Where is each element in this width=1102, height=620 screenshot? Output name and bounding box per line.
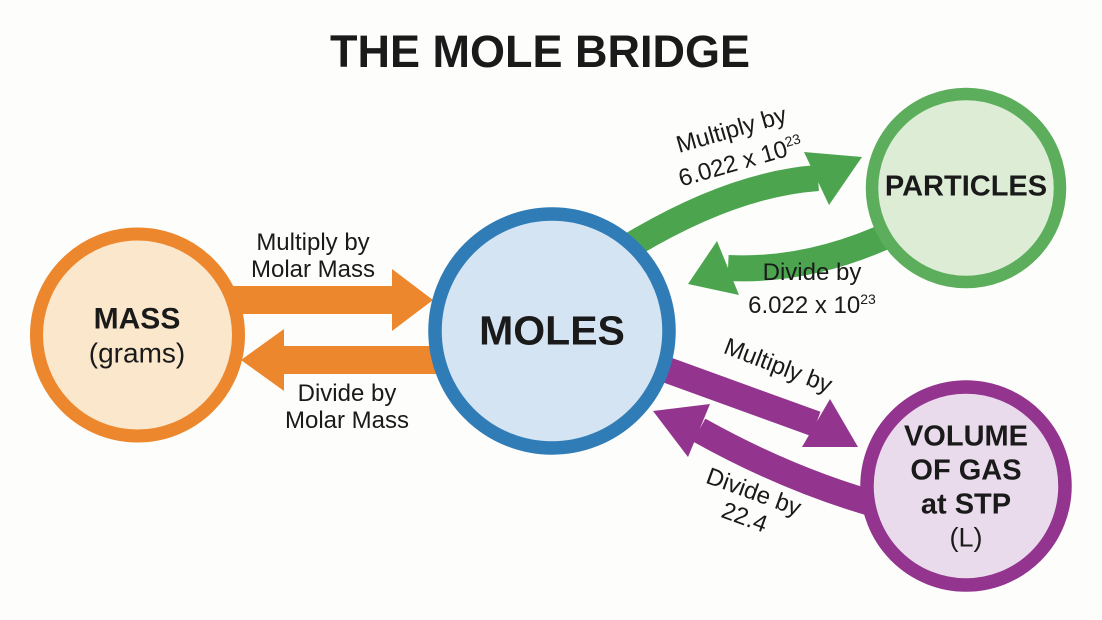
node-layer [30,87,1072,592]
moles-node-circle [428,207,676,455]
volume-line1: VOLUME [903,420,1029,453]
factor-text: 6.022 x 1023 [748,286,876,319]
moles-to-mass-label: Divide by Molar Mass [285,380,409,434]
mass-unit: (grams) [88,337,186,369]
volume-to-moles-arrowhead [653,404,710,457]
particles-node-label: PARTICLES [885,171,1047,204]
mass-node-circle [30,227,245,443]
moles-to-volume-arrowhead [802,399,858,447]
volume-unit: (L) [949,522,983,553]
volume-line2: OF GAS [910,454,1022,487]
volume-node-circle [860,380,1072,592]
factor-text: Molar Mass [284,407,410,434]
mass-to-moles-arrow [230,269,433,331]
volume-node-label: VOLUME OF GAS at STP (L) [904,420,1028,555]
factor-text: Molar Mass [250,256,376,283]
moles-to-particles-arrowhead [804,152,862,205]
operation-text: Divide by [297,380,397,407]
particles-to-moles-label: Divide by 6.022 x 1023 [748,259,876,319]
factor-exponent: 23 [860,291,876,307]
diagram-title: THE MOLE BRIDGE [329,26,750,77]
particles-node-circle [865,87,1067,289]
mass-node-label: MASS (grams) [89,303,185,370]
particles-to-moles-arrowhead [688,241,739,295]
operation-text: Multiply by [256,229,370,256]
volume-line3: at STP [920,488,1012,521]
mass-name: MASS [93,302,181,336]
factor-base: 6.022 x 10 [748,292,861,319]
moles-name: MOLES [479,307,625,354]
moles-to-mass-arrow [241,329,443,391]
moles-node-label: MOLES [479,308,625,355]
operation-text: Divide by [762,259,862,286]
mass-to-moles-label: Multiply by Molar Mass [251,229,375,283]
particles-to-moles-arrow [727,220,901,282]
particles-name: PARTICLES [884,170,1048,203]
